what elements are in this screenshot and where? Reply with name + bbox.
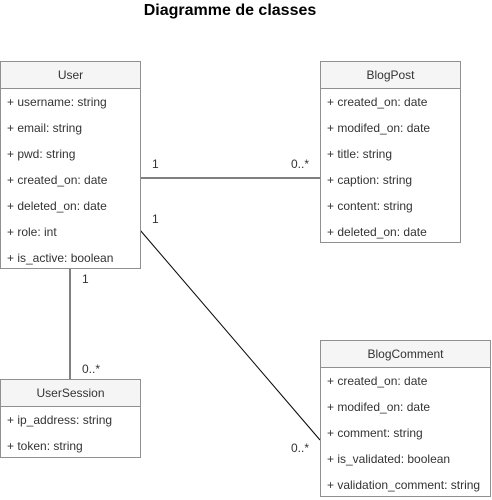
class-blogpost-attribute: + created_on: date bbox=[327, 95, 428, 109]
multiplicity-user-blogcomment-source: 1 bbox=[152, 212, 159, 226]
class-blogcomment[interactable]: BlogComment + created_on: date + modifed… bbox=[320, 340, 491, 497]
class-blogcomment-attribute: + modifed_on: date bbox=[327, 400, 431, 414]
multiplicity-user-usersession-source: 1 bbox=[82, 272, 89, 286]
class-blogpost-attribute: + deleted_on: date bbox=[327, 225, 427, 239]
class-blogpost-attribute: + caption: string bbox=[327, 173, 413, 187]
class-blogcomment-attribute: + comment: string bbox=[327, 426, 423, 440]
class-usersession-attribute: + token: string bbox=[7, 439, 83, 453]
class-user-attribute: + role: int bbox=[7, 225, 57, 239]
association-user-blogcomment bbox=[139, 229, 321, 441]
class-blogpost-attribute: + title: string bbox=[327, 147, 393, 161]
class-user-attribute: + is_active: boolean bbox=[7, 251, 114, 265]
class-blogpost-attribute: + modifed_on: date bbox=[327, 121, 431, 135]
multiplicity-user-usersession-target: 0..* bbox=[82, 362, 101, 376]
class-blogcomment-attribute: + validation_comment: string bbox=[327, 478, 481, 492]
class-blogcomment-name: BlogComment bbox=[321, 341, 490, 368]
multiplicity-user-blogpost-target: 0..* bbox=[291, 157, 310, 171]
class-blogcomment-attribute: + created_on: date bbox=[327, 374, 428, 388]
class-user-attribute: + email: string bbox=[7, 121, 83, 135]
class-blogpost-name: BlogPost bbox=[321, 62, 460, 89]
class-user-attribute: + username: string bbox=[7, 95, 107, 109]
class-usersession-attribute: + ip_address: string bbox=[7, 413, 113, 427]
multiplicity-user-blogpost-source: 1 bbox=[152, 157, 159, 171]
multiplicity-user-blogcomment-target: 0..* bbox=[291, 441, 310, 455]
class-usersession-name: UserSession bbox=[1, 380, 140, 407]
class-blogpost-attribute: + content: string bbox=[327, 199, 413, 213]
class-user-name: User bbox=[1, 62, 140, 89]
class-user-attribute: + deleted_on: date bbox=[7, 199, 107, 213]
class-user-attribute: + pwd: string bbox=[7, 147, 76, 161]
class-user[interactable]: User + username: string + email: string … bbox=[0, 61, 141, 269]
class-usersession[interactable]: UserSession + ip_address: string + token… bbox=[0, 379, 141, 458]
diagram-title: Diagramme de classes bbox=[143, 2, 317, 19]
class-blogpost[interactable]: BlogPost + created_on: date + modifed_on… bbox=[320, 61, 461, 243]
class-user-attribute: + created_on: date bbox=[7, 173, 108, 187]
class-blogcomment-attribute: + is_validated: boolean bbox=[327, 452, 451, 466]
